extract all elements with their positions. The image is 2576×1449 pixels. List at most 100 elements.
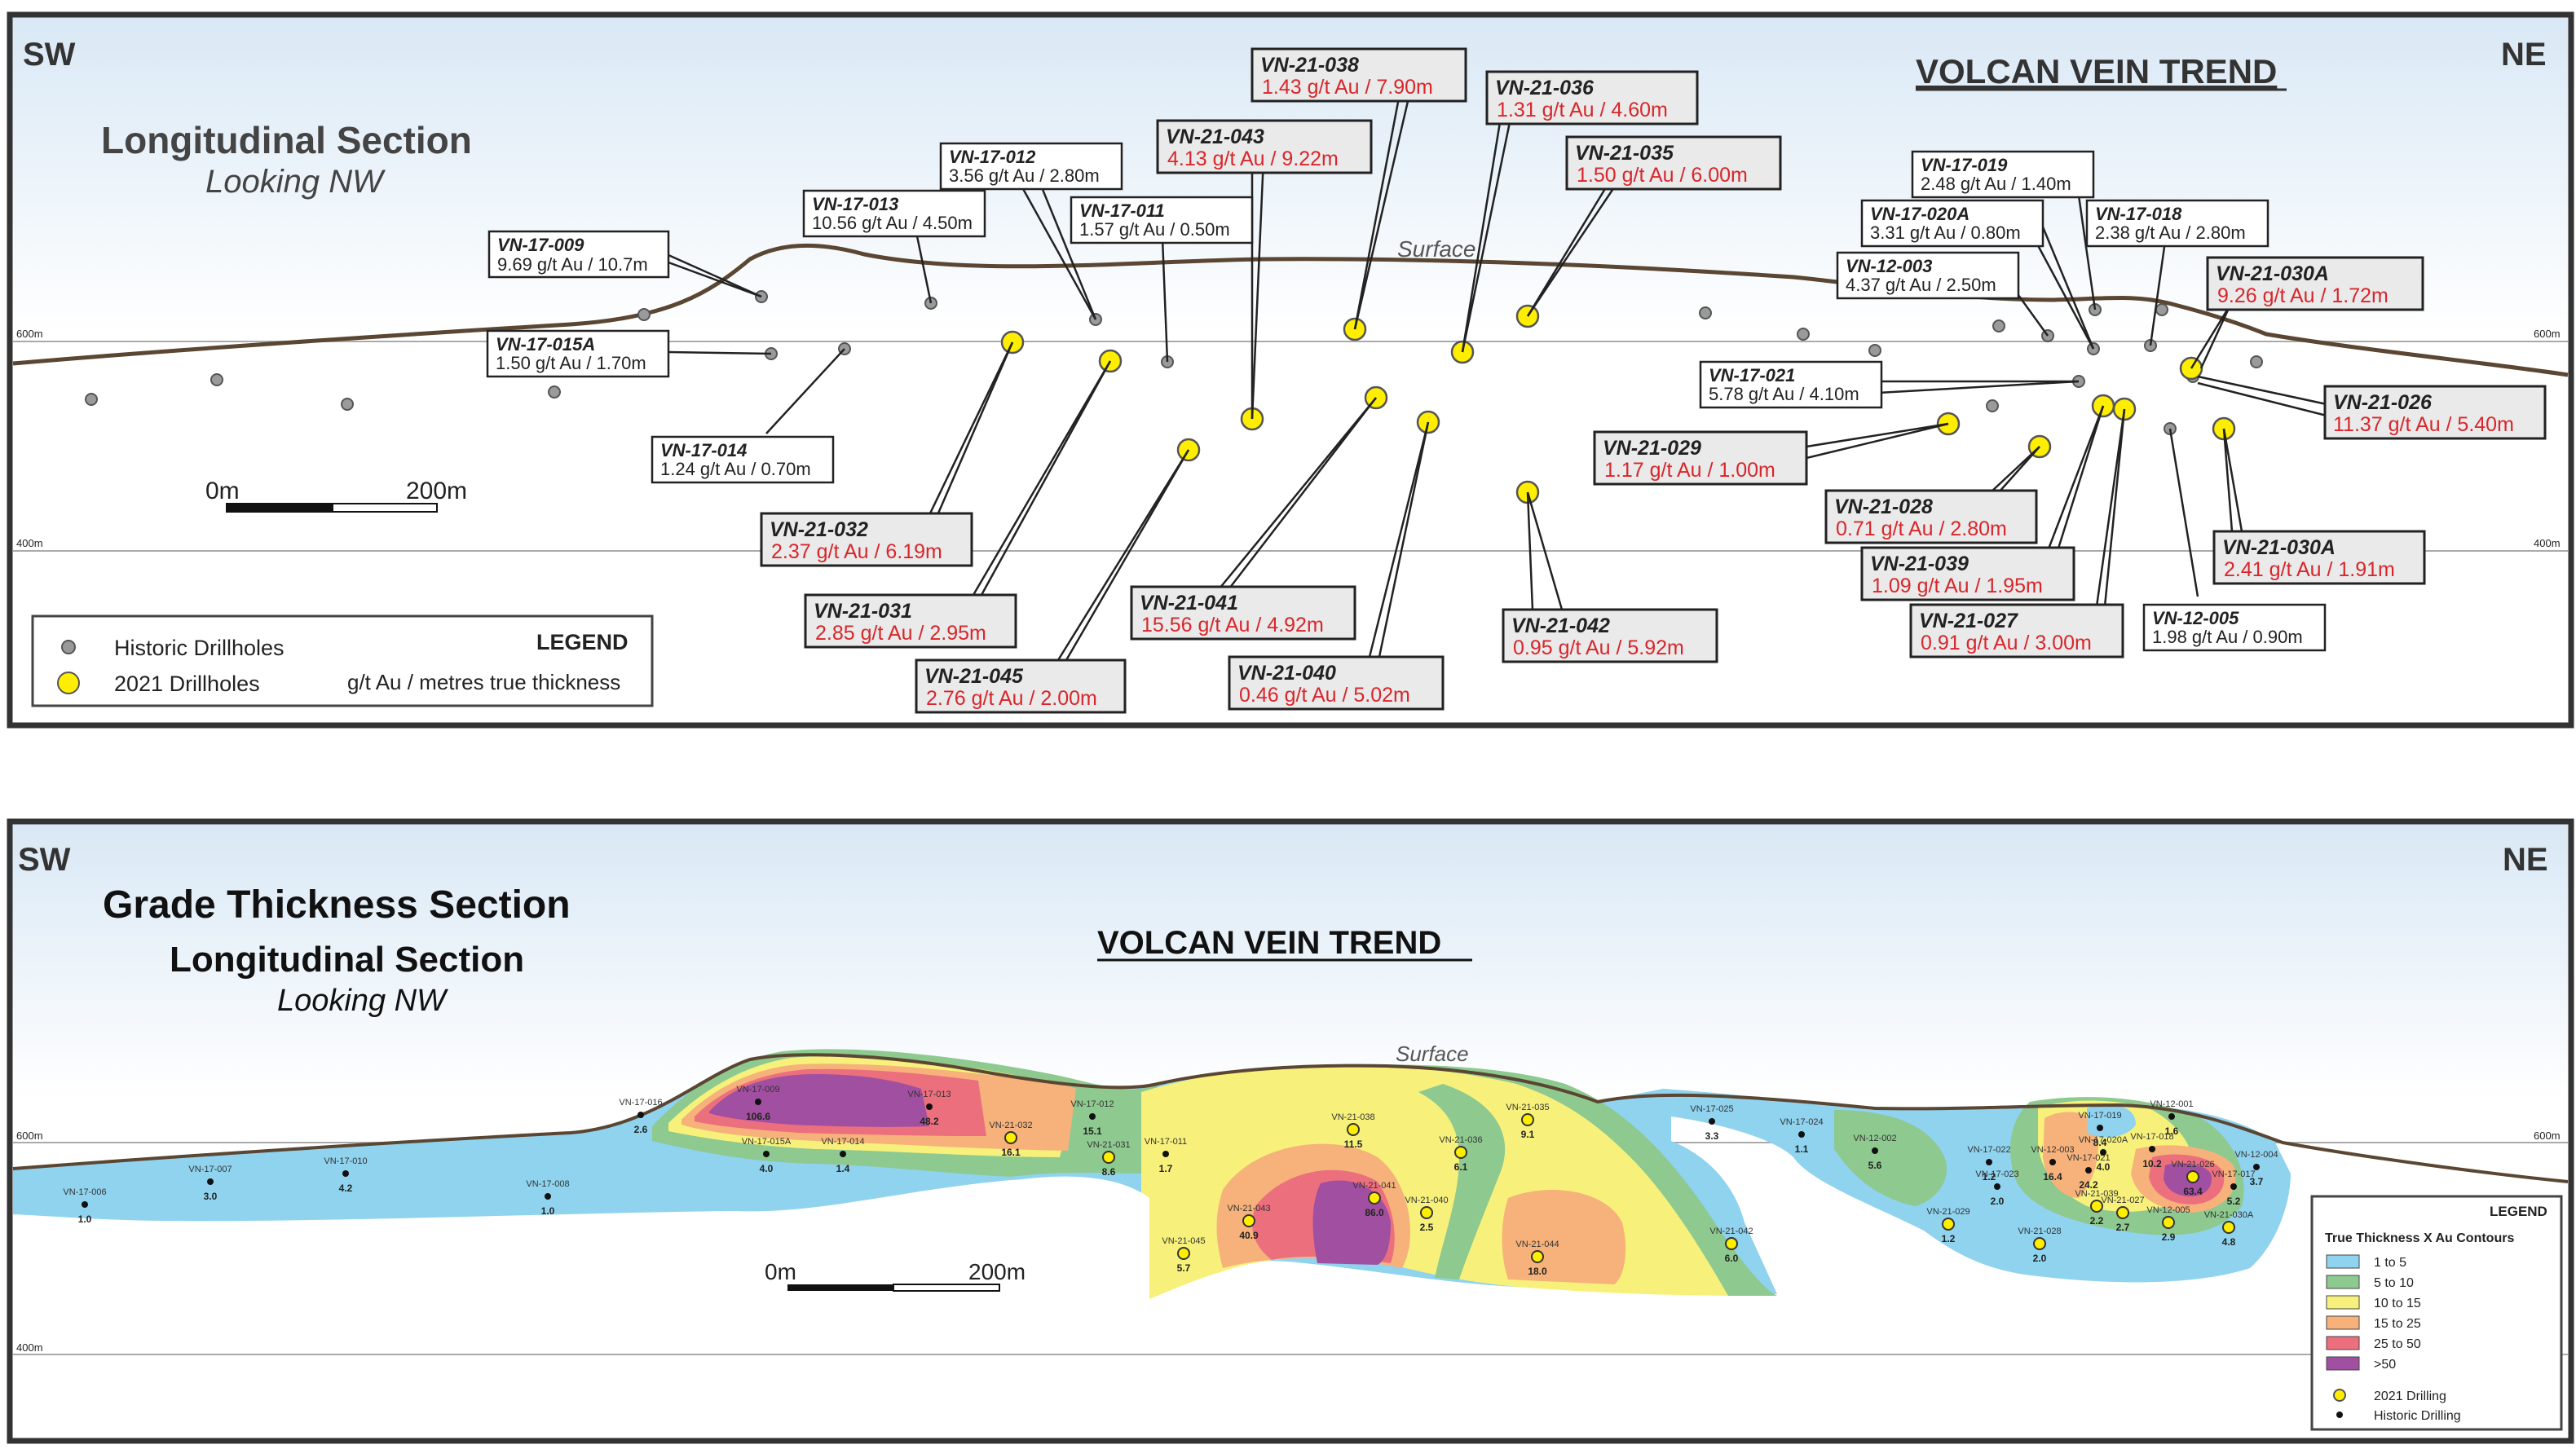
hole-name-label: VN-17-010 xyxy=(324,1156,367,1166)
historic-drilling-marker xyxy=(2253,1164,2260,1170)
svg-text:0.91 g/t Au / 3.00m: 0.91 g/t Au / 3.00m xyxy=(1921,632,2092,654)
hole-value-label: 6.0 xyxy=(1725,1253,1739,1264)
historic-drillhole-marker xyxy=(1699,306,1712,319)
label-vn-21-036: VN-21-036 1.31 g/t Au / 4.60m xyxy=(1485,70,1699,126)
hole-name-label: VN-17-009 xyxy=(736,1085,779,1094)
contour-over-50-left xyxy=(709,1074,929,1127)
historic-drilling-marker xyxy=(1089,1113,1096,1120)
bottom-elev-600-right: 600m xyxy=(2534,1130,2561,1142)
hole-name-label: VN-21-026 xyxy=(2171,1160,2214,1169)
historic-drillhole-marker xyxy=(2155,303,2168,316)
top-legend-2021: 2021 Drillholes xyxy=(114,672,260,696)
bottom-ne-label: NE xyxy=(2503,842,2548,878)
top-legend: Historic Drillholes 2021 Drillholes LEGE… xyxy=(31,614,654,707)
label-vn-21-038: VN-21-038 1.43 g/t Au / 7.90m xyxy=(1251,47,1467,103)
svg-text:1.09 g/t Au / 1.95m: 1.09 g/t Au / 1.95m xyxy=(1872,575,2043,597)
historic-drillhole-marker xyxy=(2250,355,2263,368)
hole-value-label: 1.0 xyxy=(541,1205,555,1217)
svg-text:2.37 g/t Au / 6.19m: 2.37 g/t Au / 6.19m xyxy=(771,540,942,563)
top-sw-label: SW xyxy=(23,37,76,73)
hole-name-label: VN-17-015A xyxy=(742,1137,792,1147)
contour-15-to-25-right-a xyxy=(2043,1112,2098,1198)
label-vn-21-028: VN-21-028 0.71 g/t Au / 2.80m xyxy=(1824,489,2038,544)
svg-text:VN-21-040: VN-21-040 xyxy=(1237,662,1336,685)
hole-name-label: VN-21-042 xyxy=(1709,1227,1753,1236)
hole-name-label: VN-21-027 xyxy=(2101,1196,2144,1205)
hole-value-label: 86.0 xyxy=(1365,1207,1384,1218)
historic-drilling-marker xyxy=(545,1193,551,1200)
bottom-sw-label: SW xyxy=(18,842,71,878)
drilling-2021-marker xyxy=(1521,1113,1534,1126)
hole-value-label: 1.2 xyxy=(1942,1233,1956,1244)
historic-drillhole-marker xyxy=(341,398,354,411)
hole-name-label: VN-12-005 xyxy=(2146,1205,2190,1215)
hole-name-label: VN-21-041 xyxy=(1352,1181,1396,1191)
hole-name-label: VN-17-024 xyxy=(1780,1117,1823,1127)
svg-text:1.43 g/t Au / 7.90m: 1.43 g/t Au / 7.90m xyxy=(1262,76,1433,99)
svg-text:0.95 g/t Au / 5.92m: 0.95 g/t Au / 5.92m xyxy=(1513,636,1684,659)
hole-name-label: VN-21-028 xyxy=(2018,1227,2061,1236)
svg-text:1.57 g/t Au / 0.50m: 1.57 g/t Au / 0.50m xyxy=(1079,219,1230,240)
hole-name-label: VN-17-020A xyxy=(2079,1135,2128,1145)
drilling-2021-marker xyxy=(1177,1247,1190,1260)
hole-name-label: VN-12-003 xyxy=(2031,1145,2074,1155)
historic-drilling-marker xyxy=(2100,1149,2106,1156)
label-vn-12-003: VN-12-003 4.37 g/t Au / 2.50m xyxy=(1836,251,2020,300)
contour-5-to-10-right-a xyxy=(1834,1110,1947,1206)
label-vn-17-021: VN-17-021 5.78 g/t Au / 4.10m xyxy=(1699,360,1883,409)
historic-drillhole-marker xyxy=(548,385,561,399)
legend-swatch-label: 15 to 25 xyxy=(2374,1317,2421,1331)
top-elev-600-left: 600m xyxy=(16,328,43,340)
hole-value-label: 2.6 xyxy=(634,1124,648,1135)
svg-text:3.56 g/t Au / 2.80m: 3.56 g/t Au / 2.80m xyxy=(949,165,1100,186)
hole-value-label: 3.0 xyxy=(204,1191,218,1202)
hole-name-label: VN-21-040 xyxy=(1405,1196,1448,1205)
hole-value-label: 4.2 xyxy=(339,1183,353,1194)
hole-name-label: VN-17-023 xyxy=(1975,1169,2018,1179)
svg-text:VN-17-020A: VN-17-020A xyxy=(1870,204,1969,224)
hole-value-label: 3.3 xyxy=(1705,1130,1719,1142)
drilling-2021-marker xyxy=(2090,1200,2103,1213)
svg-text:VN-21-042: VN-21-042 xyxy=(1511,614,1610,637)
drilling-2021-marker xyxy=(1004,1131,1017,1144)
historic-drilling-marker xyxy=(1872,1147,1878,1154)
bottom-surface-label: Surface xyxy=(1396,1042,1469,1066)
historic-drilling-marker xyxy=(1994,1183,2000,1190)
contour-5-to-10-divider xyxy=(1418,1084,1506,1279)
svg-text:3.31 g/t Au / 0.80m: 3.31 g/t Au / 0.80m xyxy=(1870,222,2021,243)
svg-text:9.69 g/t Au / 10.7m: 9.69 g/t Au / 10.7m xyxy=(497,254,648,275)
drilling-2021-marker xyxy=(2162,1216,2175,1229)
svg-text:5.78 g/t Au / 4.10m: 5.78 g/t Au / 4.10m xyxy=(1709,384,1859,404)
historic-drilling-marker xyxy=(82,1201,88,1208)
top-elev-400-left: 400m xyxy=(16,537,43,549)
hole-value-label: 1.0 xyxy=(78,1213,92,1225)
bottom-title-1: Grade Thickness Section xyxy=(103,883,571,927)
svg-text:4.37 g/t Au / 2.50m: 4.37 g/t Au / 2.50m xyxy=(1846,275,1996,295)
drilling-2021-marker xyxy=(2222,1221,2235,1234)
hole-value-label: 2.9 xyxy=(2162,1231,2176,1243)
svg-text:2.38 g/t Au / 2.80m: 2.38 g/t Au / 2.80m xyxy=(2095,222,2246,243)
drilling-2021-marker xyxy=(1725,1237,1738,1250)
svg-text:2.41 g/t Au / 1.91m: 2.41 g/t Au / 1.91m xyxy=(2224,558,2395,581)
hole-value-label: 6.1 xyxy=(1454,1161,1468,1173)
hole-name-label: VN-21-044 xyxy=(1515,1240,1559,1249)
svg-text:10.56 g/t Au / 4.50m: 10.56 g/t Au / 4.50m xyxy=(812,213,973,233)
hole-name-label: VN-21-038 xyxy=(1331,1112,1374,1122)
top-ne-label: NE xyxy=(2501,37,2547,73)
svg-text:VN-21-031: VN-21-031 xyxy=(814,600,912,623)
hole-value-label: 48.2 xyxy=(920,1116,939,1127)
hole-name-label: VN-17-017 xyxy=(2212,1169,2255,1179)
label-vn-21-030a-upper: VN-21-030A 9.26 g/t Au / 1.72m xyxy=(2206,256,2424,311)
svg-text:VN-21-045: VN-21-045 xyxy=(924,665,1024,688)
svg-text:9.26 g/t Au / 1.72m: 9.26 g/t Au / 1.72m xyxy=(2217,284,2389,307)
historic-drillhole-marker xyxy=(1868,344,1881,357)
drilling-2021-marker xyxy=(2116,1206,2129,1219)
hole-name-label: VN-12-001 xyxy=(2150,1099,2193,1109)
hole-name-label: VN-17-016 xyxy=(619,1098,662,1108)
svg-text:VN-21-030A: VN-21-030A xyxy=(2222,536,2336,559)
hole-name-label: VN-17-013 xyxy=(907,1090,951,1099)
label-vn-21-035: VN-21-035 1.50 g/t Au / 6.00m xyxy=(1565,135,1782,191)
drilling-2021-marker xyxy=(2033,1237,2046,1250)
svg-text:VN-17-019: VN-17-019 xyxy=(1921,155,2008,175)
hole-name-label: VN-17-019 xyxy=(2078,1111,2121,1121)
